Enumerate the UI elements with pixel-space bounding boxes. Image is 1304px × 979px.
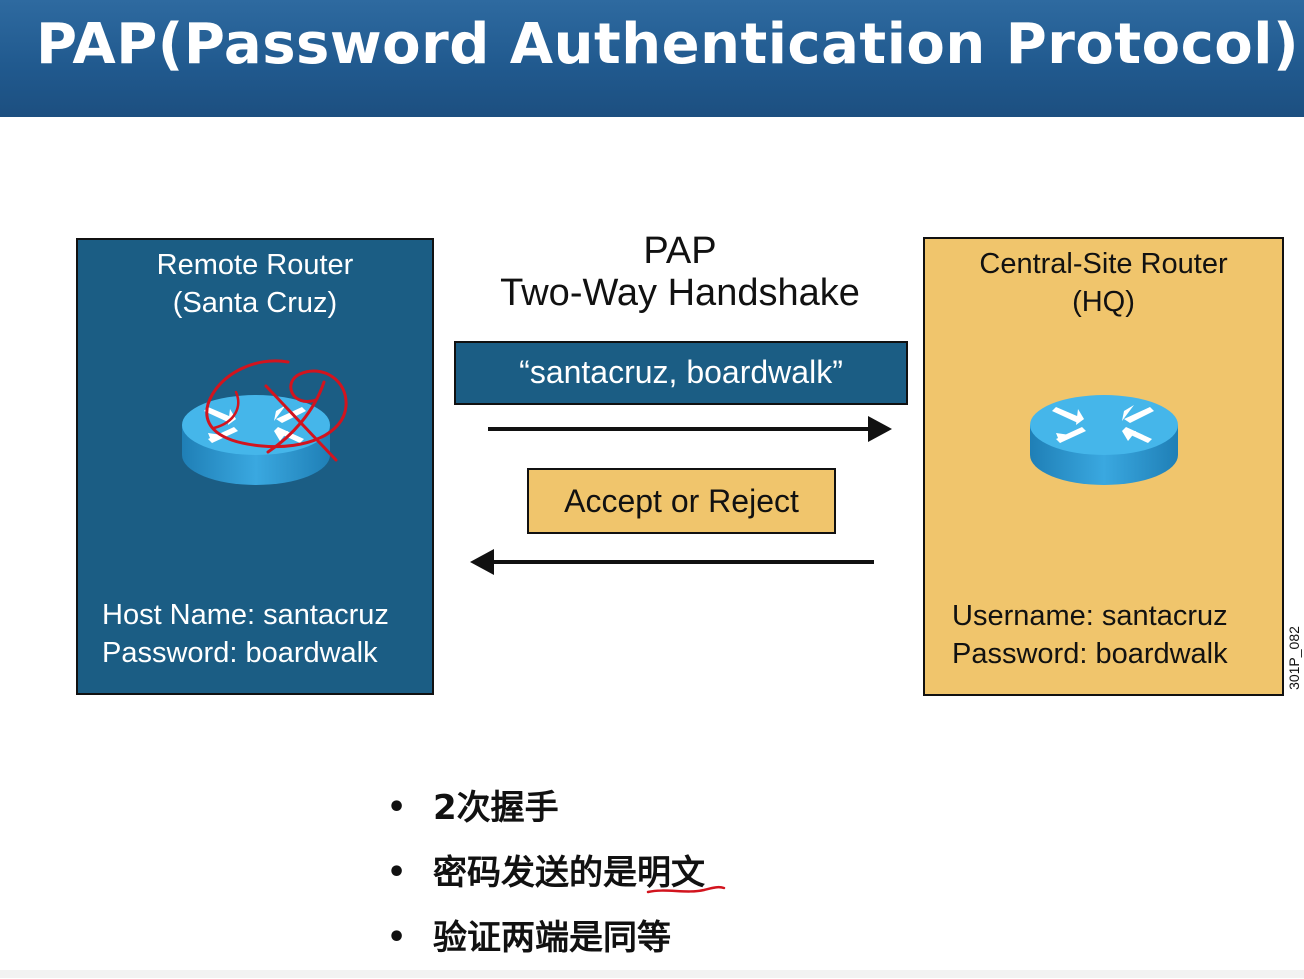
remote-password: Password: boardwalk [102, 637, 378, 669]
handshake-title: PAP Two-Way Handshake [460, 230, 900, 314]
central-router-icon [1030, 395, 1178, 485]
slide-code: 301P_082 [1286, 626, 1302, 690]
remote-router-panel: Remote Router (Santa Cruz) Host Name: sa… [76, 238, 434, 695]
central-router-location: (HQ) [1072, 286, 1135, 318]
remote-router-title: Remote Router (Santa Cruz) [78, 246, 432, 322]
remote-router-name: Remote Router [156, 249, 354, 281]
central-router-panel: Central-Site Router (HQ) Username: santa… [923, 237, 1284, 696]
list-item: •验证两端是同等 [385, 914, 705, 979]
handshake-type: Two-Way Handshake [500, 272, 860, 314]
list-item: •密码发送的是明文 [385, 849, 705, 914]
accept-reject-message-box: Accept or Reject [527, 468, 836, 534]
bullet-icon: • [387, 790, 407, 825]
remote-router-icon [182, 395, 330, 485]
bottom-strip [0, 970, 1304, 978]
list-item: •2次握手 [385, 784, 705, 849]
credentials-message-box: “santacruz, boardwalk” [454, 341, 908, 405]
arrow-left-icon [470, 549, 874, 575]
notes-list: •2次握手 •密码发送的是明文 •验证两端是同等 [385, 784, 705, 979]
central-router-name: Central-Site Router [979, 248, 1228, 280]
remote-host-name: Host Name: santacruz [102, 599, 389, 631]
bullet-icon: • [387, 855, 407, 890]
slide-title: PAP(Password Authentication Protocol) [36, 12, 1300, 77]
central-password: Password: boardwalk [952, 638, 1228, 670]
slide-header: PAP(Password Authentication Protocol) [0, 0, 1304, 117]
bullet-icon: • [387, 920, 407, 955]
arrow-right-icon [488, 416, 892, 442]
handshake-protocol: PAP [643, 230, 717, 272]
central-router-title: Central-Site Router (HQ) [925, 245, 1282, 321]
remote-router-location: (Santa Cruz) [172, 287, 338, 319]
central-username: Username: santacruz [952, 600, 1228, 632]
